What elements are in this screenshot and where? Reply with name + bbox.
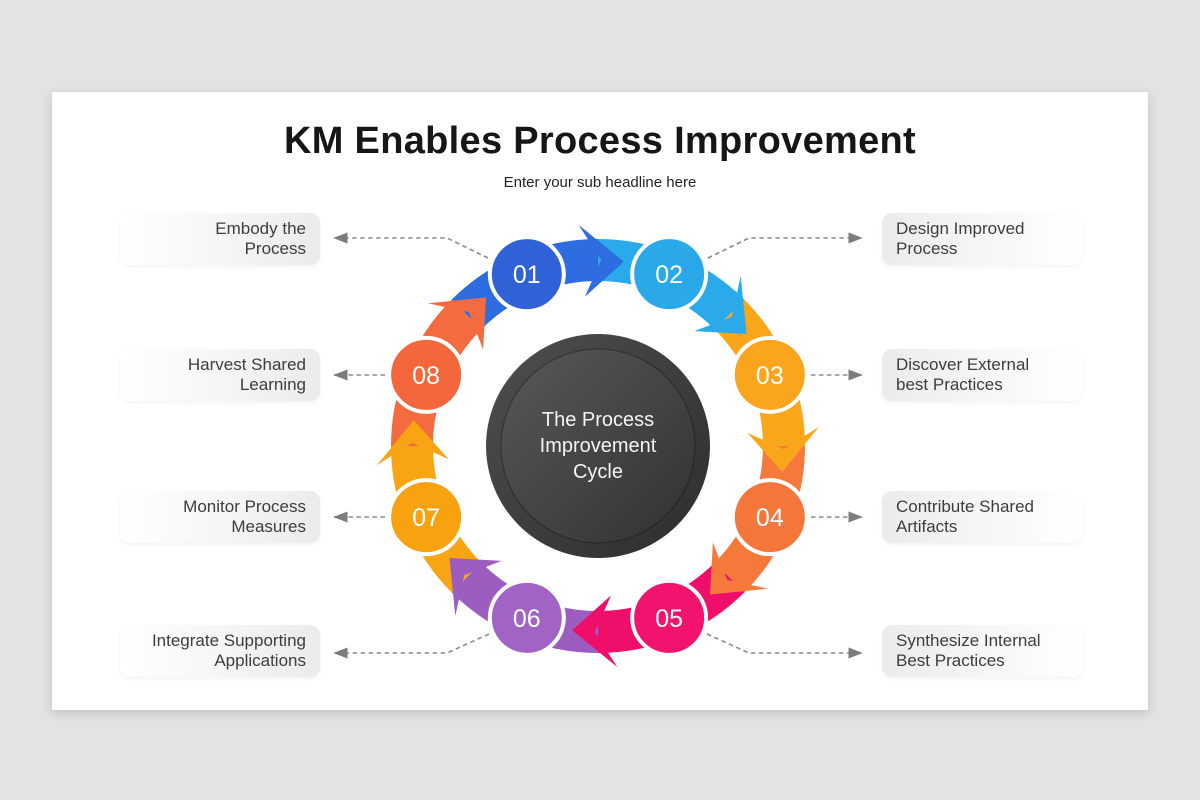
step-number-07: 07 [412,504,440,532]
arrow-head-01 [578,224,624,297]
connector-06 [333,633,490,659]
step-label-05: Synthesize Internal Best Practices [882,625,1082,677]
slide-title: KM Enables Process Improvement [284,120,916,162]
step-label-07: Monitor Process Measures [120,491,320,543]
slide-subtitle: Enter your sub headline here [503,174,697,191]
center-circle-text: The Process Improvement Cycle [539,409,657,483]
label-connectors [333,232,863,659]
arrow-head-05 [572,595,618,668]
step-label-04: Contribute Shared Artifacts [882,491,1082,543]
arrow-heads [376,224,820,668]
step-number-04: 04 [756,504,784,532]
step-number-03: 03 [756,362,784,390]
step-number-02: 02 [655,261,683,289]
center-circle [486,334,710,558]
step-label-02: Design Improved Process [882,213,1082,265]
connector-01 [333,232,489,259]
step-circle-05 [630,578,709,657]
step-label-06: Integrate Supporting Applications [120,625,320,677]
arrow-head-03 [747,426,820,472]
step-circle-02 [630,235,709,314]
step-circle-03 [730,335,809,414]
step-number-05: 05 [655,605,683,633]
arrow-head-07 [376,420,449,466]
connector-02 [707,232,863,259]
step-number-01: 01 [513,261,541,289]
center-circle-inner [500,348,696,544]
arrow-head-08 [427,297,487,350]
step-circle-07 [387,478,466,557]
step-circle-04 [730,478,809,557]
step-label-01: Embody the Process [120,213,320,265]
step-label-03: Discover External best Practices [882,349,1082,401]
step-circle-01 [487,235,566,314]
arrow-head-06 [449,557,502,617]
arrow-head-04 [709,542,769,595]
step-number-06: 06 [513,605,541,633]
step-circle-06 [487,578,566,657]
step-circle-08 [387,335,466,414]
step-number-08: 08 [412,362,440,390]
step-label-08: Harvest Shared Learning [120,349,320,401]
step-circles: 01 02 03 04 05 06 07 08 [387,235,809,657]
arrow-head-02 [694,275,747,335]
connector-05 [706,633,863,659]
